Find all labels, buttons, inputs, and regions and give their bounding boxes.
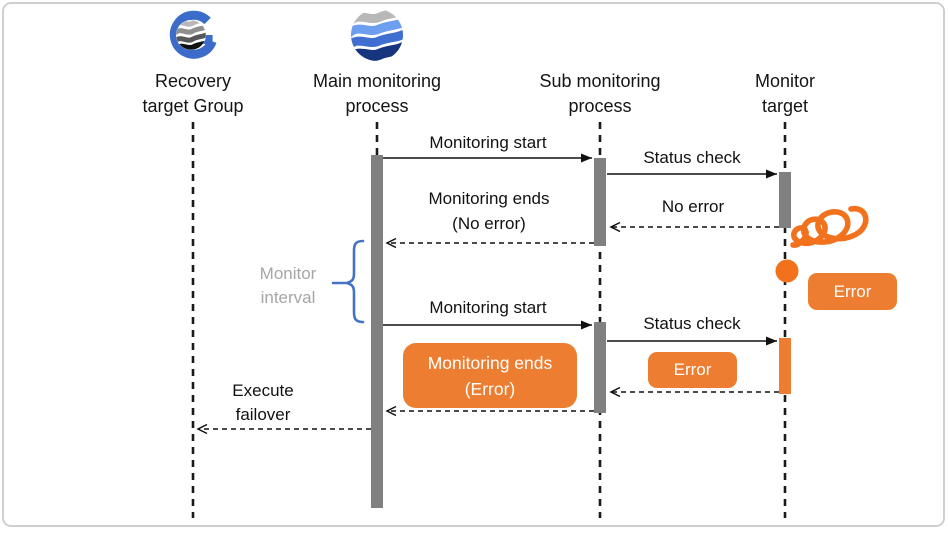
actor-label-monitor-target: Monitor target <box>755 69 815 119</box>
actor-sub-line2: process <box>568 96 632 116</box>
actor-recovery-line1: Recovery <box>154 71 232 91</box>
label-monitoring-ends-ok: Monitoring ends (No error) <box>429 186 550 236</box>
actor-sub-line1: Sub monitoring <box>539 71 661 91</box>
return-arrows <box>196 221 779 435</box>
actor-target-line2: target <box>761 96 809 116</box>
scribble-spring-icon <box>790 206 869 248</box>
label-monitor-interval-line2: interval <box>260 288 316 307</box>
badge-error-response: Error <box>648 352 737 388</box>
actor-label-sub-monitoring: Sub monitoring process <box>539 69 660 119</box>
label-monitoring-ends-ok-line2: (No error) <box>452 214 526 233</box>
label-monitor-interval-line1: Monitor <box>259 264 317 283</box>
label-execute-failover-line1: Execute <box>232 381 294 400</box>
activation-sub-2 <box>594 322 606 413</box>
label-execute-failover: Execute failover <box>232 379 293 427</box>
badge-monitoring-ends-error-line1: Monitoring ends <box>427 352 553 373</box>
label-monitoring-start-1: Monitoring start <box>429 133 547 152</box>
label-monitoring-ends-ok-line1: Monitoring ends <box>428 189 550 208</box>
group-waves-logo-icon <box>165 8 221 64</box>
activation-target-2-error <box>779 338 791 394</box>
label-no-error: No error <box>661 197 725 216</box>
waves-sphere-logo-icon <box>348 6 406 64</box>
actor-target-line1: Monitor <box>754 71 816 91</box>
activation-main <box>371 155 383 508</box>
call-arrows <box>383 153 777 346</box>
actor-main-line2: process <box>345 96 409 116</box>
label-status-check-1: Status check <box>643 148 741 167</box>
actor-label-main-monitoring: Main monitoring process <box>313 69 441 119</box>
label-monitoring-start-2: Monitoring start <box>429 298 547 317</box>
label-execute-failover-line2: failover <box>235 405 291 424</box>
label-status-check-2: Status check <box>643 314 741 333</box>
label-monitor-interval: Monitor interval <box>260 262 317 310</box>
actor-main-line1: Main monitoring <box>312 71 442 91</box>
failure-marker <box>775 206 869 283</box>
actor-recovery-line2: target Group <box>142 96 244 116</box>
monitor-interval-brace <box>331 239 365 324</box>
badge-monitoring-ends-error: Monitoring ends (Error) <box>403 343 577 408</box>
actor-label-recovery-target-group: Recovery target Group <box>142 69 243 119</box>
badge-error-at-target: Error <box>808 273 897 310</box>
badge-monitoring-ends-error-line2: (Error) <box>464 378 516 399</box>
error-event-dot <box>775 259 799 283</box>
activation-sub-1 <box>594 158 606 246</box>
activation-target-1 <box>779 172 791 228</box>
